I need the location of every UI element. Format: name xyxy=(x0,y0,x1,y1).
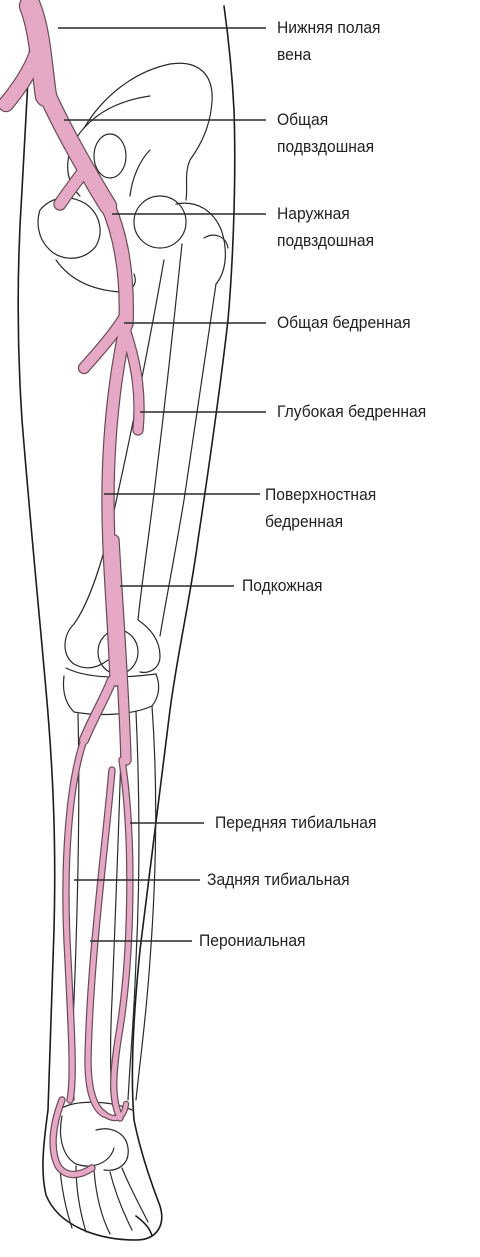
label-saphenous: Подкожная xyxy=(242,576,323,595)
label-posterior-tibial: Задняя тибиальная xyxy=(207,870,350,889)
label-common-iliac: Общая подвздошная xyxy=(277,106,374,160)
vein-external-iliac xyxy=(101,199,133,331)
leader-lines xyxy=(58,27,266,942)
vein-peroneal xyxy=(85,767,115,1117)
label-ivc-line1: Нижняя полая xyxy=(277,18,381,37)
label-common-femoral: Общая бедренная xyxy=(277,313,411,332)
vein-posterior-tibial xyxy=(63,737,87,1103)
vein-superficial-femoral xyxy=(102,318,132,686)
vein-foot-2 xyxy=(102,1102,128,1121)
leg-outline xyxy=(17,5,236,1241)
label-anterior-tibial: Передняя тибиальная xyxy=(215,813,377,832)
label-peroneal: Перониальная xyxy=(199,931,306,950)
label-ivc: Нижняя полая вена xyxy=(277,14,381,68)
label-superficial-femoral: Поверхностная бедренная xyxy=(265,481,376,535)
vein-internal-iliac xyxy=(54,162,92,210)
label-external-iliac: Наружная подвздошная xyxy=(277,200,374,254)
vein-popliteal-branch xyxy=(80,676,116,744)
vein-anterior-tibial xyxy=(111,757,133,1121)
vein-common-iliac xyxy=(38,84,116,214)
label-ivc-line2: вена xyxy=(277,45,312,64)
label-deep-femoral: Глубокая бедренная xyxy=(277,402,427,421)
veins-fill xyxy=(0,0,144,1177)
label-common-iliac-line2: подвздошная xyxy=(277,137,375,156)
label-external-iliac-line2: подвздошная xyxy=(277,231,375,250)
label-superficial-femoral-line1: Поверхностная xyxy=(265,485,377,504)
vein-ivc-branch xyxy=(0,49,43,111)
label-common-iliac-line1: Общая xyxy=(277,110,329,129)
label-superficial-femoral-line2: бедренная xyxy=(265,512,344,531)
label-external-iliac-line1: Наружная xyxy=(277,204,350,223)
vein-saphenous xyxy=(109,535,131,765)
vein-foot-arch xyxy=(50,1097,95,1177)
